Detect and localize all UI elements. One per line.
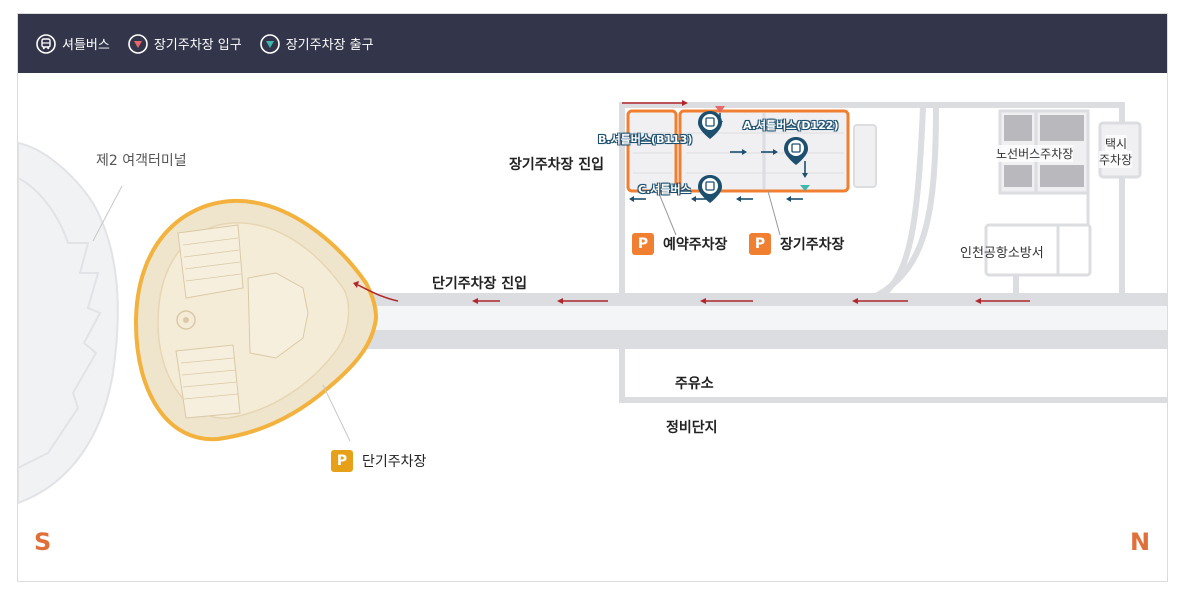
compass-south: S [34, 528, 52, 556]
maintenance-label: 정비단지 [666, 420, 718, 436]
entrance-triangle-icon [128, 33, 148, 54]
reserved-label-leader [657, 190, 677, 236]
short-term-entry-label: 단기주차장 진입 [432, 276, 528, 292]
main-road-median [363, 306, 1167, 330]
legend-bar: 셔틀버스 장기주차장 입구 장기주차장 출구 [18, 14, 1167, 73]
adjacent-lot [853, 124, 877, 188]
legend-long-term-exit: 장기주차장 출구 [259, 33, 374, 54]
long-term-label-leader [767, 190, 781, 236]
short-term-parking-rows [175, 224, 309, 419]
taxi-parking-label-line1: 택시 [1105, 135, 1128, 152]
bus-stop-a-marker [784, 137, 808, 165]
terminal-inner-edge [18, 177, 102, 469]
legend-long-term-exit-label: 장기주차장 출구 [285, 38, 374, 53]
long-term-parking-label: P 장기주차장 [749, 233, 844, 255]
short-term-parking-label: P 단기주차장 [331, 450, 426, 472]
bus-stop-c-label: C.셔틀버스 [638, 183, 691, 196]
main-road-arrows [353, 281, 1030, 304]
bus-icon [36, 33, 56, 54]
reserved-parking-text: 예약주차장 [663, 237, 728, 253]
legend-long-term-entrance-label: 장기주차장 입구 [153, 38, 242, 53]
taxi-parking-label-line2: 주차장 [1099, 151, 1133, 168]
bus-stop-c-marker [698, 175, 722, 203]
parking-icon: P [632, 233, 654, 255]
long-term-parking-text: 장기주차장 [780, 237, 845, 253]
terminal2-label: 제2 여객터미널 [96, 153, 187, 169]
fire-station-label: 인천공항소방서 [960, 246, 1044, 261]
express-bus-parking-label: 노선버스주차장 [996, 145, 1074, 162]
fire-station-area [984, 223, 1092, 277]
long-term-exit-marker [800, 185, 810, 191]
legend-long-term-entrance: 장기주차장 입구 [128, 33, 242, 54]
parking-icon: P [749, 233, 771, 255]
bus-stop-a-label: A.셔틀버스(D122) [743, 119, 839, 132]
terminal-building [18, 141, 119, 505]
short-term-parking-text: 단기주차장 [362, 454, 427, 470]
road-network [619, 102, 1167, 403]
parking-icon: P [331, 450, 353, 472]
map-frame: 셔틀버스 장기주차장 입구 장기주차장 출구 [17, 13, 1168, 582]
bus-stop-b-marker [698, 111, 722, 139]
long-term-entry-label: 장기주차장 진입 [509, 157, 605, 173]
terminal-label-leader [92, 185, 123, 242]
short-term-label-leader [322, 384, 351, 442]
long-term-entrance-marker [715, 106, 725, 113]
exit-triangle-icon [259, 33, 280, 54]
legend-shuttle-bus: 셔틀버스 [36, 33, 110, 54]
reserved-parking-area [626, 109, 678, 193]
bus-stop-b-label: B.셔틀버스(B113) [598, 133, 693, 146]
gas-station-label: 주유소 [675, 376, 714, 392]
airport-map [18, 100, 1167, 505]
legend-shuttle-bus-label: 셔틀버스 [62, 38, 110, 53]
express-bus-stalls [1004, 115, 1084, 187]
compass-north: N [1130, 528, 1151, 556]
reserved-parking-label: P 예약주차장 [632, 233, 727, 255]
